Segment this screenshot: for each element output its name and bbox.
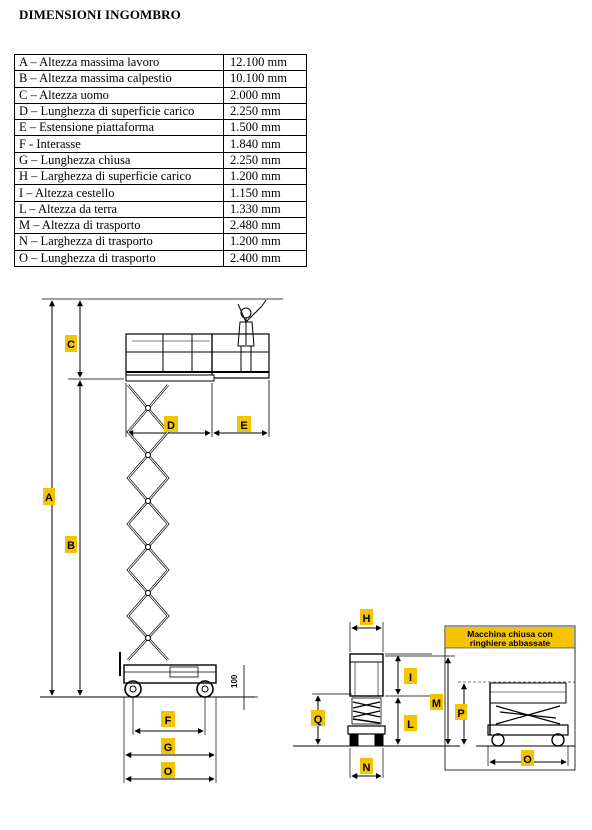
svg-text:H: H (363, 613, 371, 625)
svg-text:B: B (67, 540, 75, 552)
closed-machine-drawing (444, 625, 576, 771)
dimension-value: 1.500 mm (223, 119, 307, 137)
dimension-value: 1.330 mm (223, 200, 307, 218)
front-view-drawing (293, 622, 460, 779)
svg-text:M: M (432, 698, 441, 710)
label-c: C (65, 335, 77, 352)
dimension-value: 2.000 mm (223, 86, 307, 104)
dimension-label: H – Larghezza di superficie carico (14, 168, 224, 186)
label-h: H (360, 609, 373, 625)
closed-machine-caption-line1: Macchina chiusa con (467, 629, 553, 639)
dimension-label: N – Larghezza di trasporto (14, 233, 224, 251)
label-i: I (404, 668, 417, 684)
svg-text:Q: Q (314, 714, 323, 726)
label-e: E (237, 416, 251, 432)
svg-text:A: A (45, 492, 53, 504)
label-q: Q (311, 710, 325, 726)
dimension-value: 1.200 mm (223, 233, 307, 251)
svg-text:O: O (523, 754, 532, 766)
operator-figure (237, 299, 267, 372)
label-b: B (65, 536, 77, 553)
dimension-label: B – Altezza massima calpestio (14, 70, 224, 88)
label-d: D (164, 416, 178, 432)
svg-text:C: C (67, 339, 75, 351)
closed-machine-caption-box (446, 627, 574, 648)
label-a: A (43, 488, 55, 505)
dimension-label: E – Estensione piattaforma (14, 119, 224, 137)
dimension-label: O – Lunghezza di trasporto (14, 249, 224, 267)
svg-text:G: G (164, 742, 173, 754)
svg-text:E: E (240, 420, 247, 432)
svg-text:D: D (167, 420, 175, 432)
label-g: G (161, 738, 175, 754)
svg-text:N: N (363, 762, 371, 774)
svg-text:O: O (164, 766, 173, 778)
svg-text:F: F (165, 715, 172, 727)
dimension-labels: C A B D E F G O (43, 335, 553, 778)
label-f: F (161, 711, 175, 727)
svg-text:I: I (409, 672, 412, 684)
label-o-left: O (161, 762, 175, 778)
dimension-value: 2.250 mm (223, 102, 307, 121)
dimension-value: 2.400 mm (223, 249, 307, 267)
label-m: M (430, 694, 443, 710)
dimension-label: M – Altezza di trasporto (14, 216, 224, 235)
svg-text:P: P (457, 708, 464, 720)
label-n: N (360, 758, 373, 774)
closed-machine-caption-line2: ringhiere abbassate (470, 638, 551, 648)
label-l: L (404, 715, 417, 731)
label-o-right: O (521, 750, 534, 766)
svg-text:L: L (407, 719, 414, 731)
page-title: DIMENSIONI INGOMBRO (19, 7, 181, 22)
dimension-value: 12.100 mm (223, 53, 307, 72)
label-p: P (455, 704, 467, 720)
ground-clearance-label: 100 (230, 674, 239, 688)
